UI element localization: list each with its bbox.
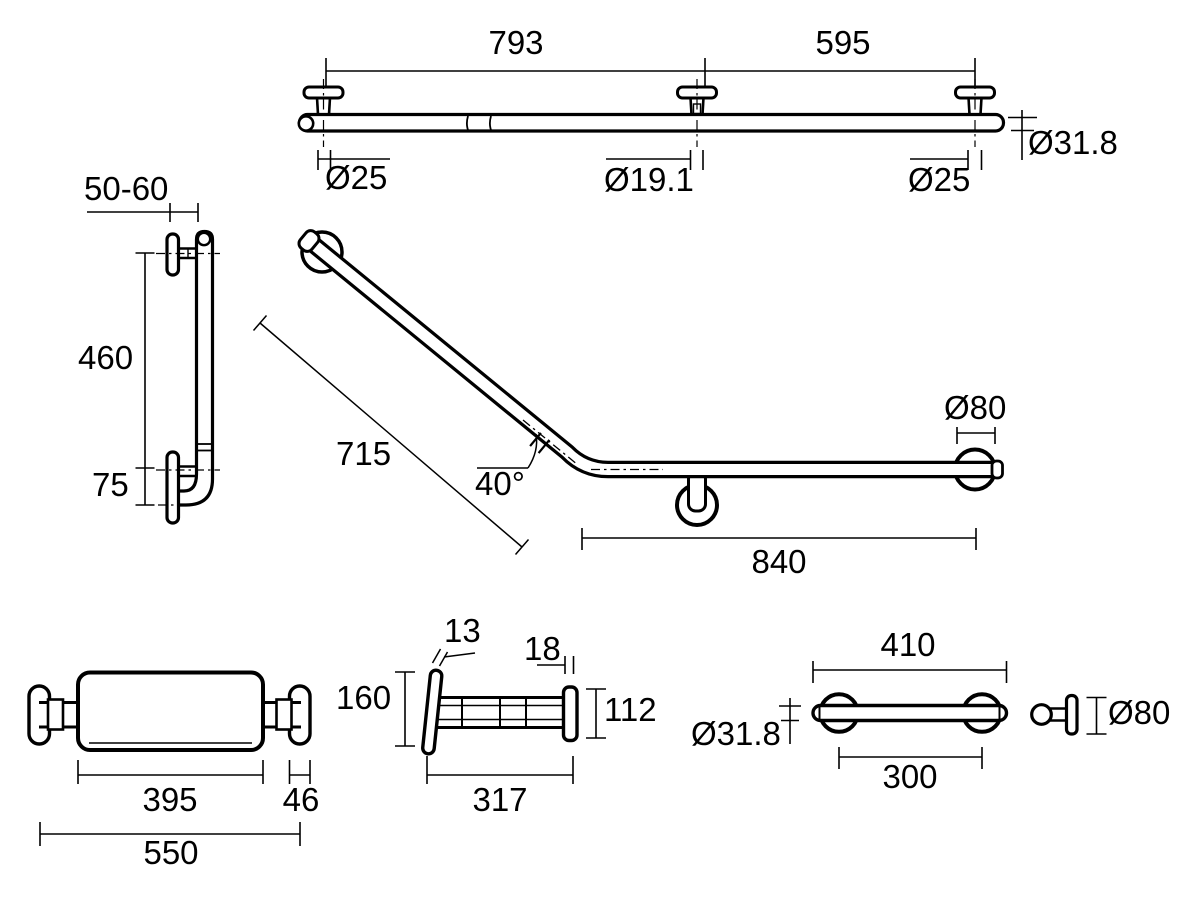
dim-label-dia19: Ø19.1 xyxy=(604,161,694,198)
dim-label-317: 317 xyxy=(472,781,528,818)
top-span-dimension xyxy=(325,58,976,89)
centerlines xyxy=(322,79,976,147)
bracket-stems xyxy=(315,97,983,115)
backrest-front-view xyxy=(27,670,312,846)
dim-label-dia80-side: Ø80 xyxy=(1108,694,1171,731)
dim-label-410: 410 xyxy=(880,626,936,663)
dim-label-13: 13 xyxy=(444,612,481,649)
dim-label-595: 595 xyxy=(815,24,871,61)
dim-label-dia318-bottom: Ø31.8 xyxy=(691,715,781,752)
dim-label-dia318-top: Ø31.8 xyxy=(1028,124,1118,161)
dim-label-840: 840 xyxy=(751,543,807,580)
tube-dia-marker xyxy=(1008,110,1037,160)
dim-label-75: 75 xyxy=(92,466,129,503)
dim-label-dia25-right: Ø25 xyxy=(908,161,971,198)
dim-label-112: 112 xyxy=(604,691,657,728)
dim-label-160: 160 xyxy=(336,679,392,716)
dim-label-550: 550 xyxy=(143,834,199,871)
dim-label-5060: 50-60 xyxy=(84,170,169,207)
dim-label-715: 715 xyxy=(336,435,392,472)
dim-label-46: 46 xyxy=(282,781,320,818)
side-vertical-rail-view xyxy=(87,203,220,525)
straight-rail-view xyxy=(297,58,1037,170)
dim-label-40deg: 40° xyxy=(475,465,525,502)
dim-label-18: 18 xyxy=(524,630,561,667)
small-rail-view xyxy=(779,661,1107,769)
bracket-caps xyxy=(302,85,996,100)
dim-label-395: 395 xyxy=(142,781,198,818)
angled-rail-view xyxy=(252,229,1004,555)
dim-label-300: 300 xyxy=(882,758,938,795)
dim-label-793: 793 xyxy=(488,24,544,61)
small-rail-side-profile xyxy=(1030,693,1079,736)
backrest-side-view xyxy=(395,648,606,784)
dim-label-dia25-left: Ø25 xyxy=(325,159,388,196)
dim-label-460: 460 xyxy=(78,339,134,376)
dim-label-dia80-top: Ø80 xyxy=(944,389,1007,426)
